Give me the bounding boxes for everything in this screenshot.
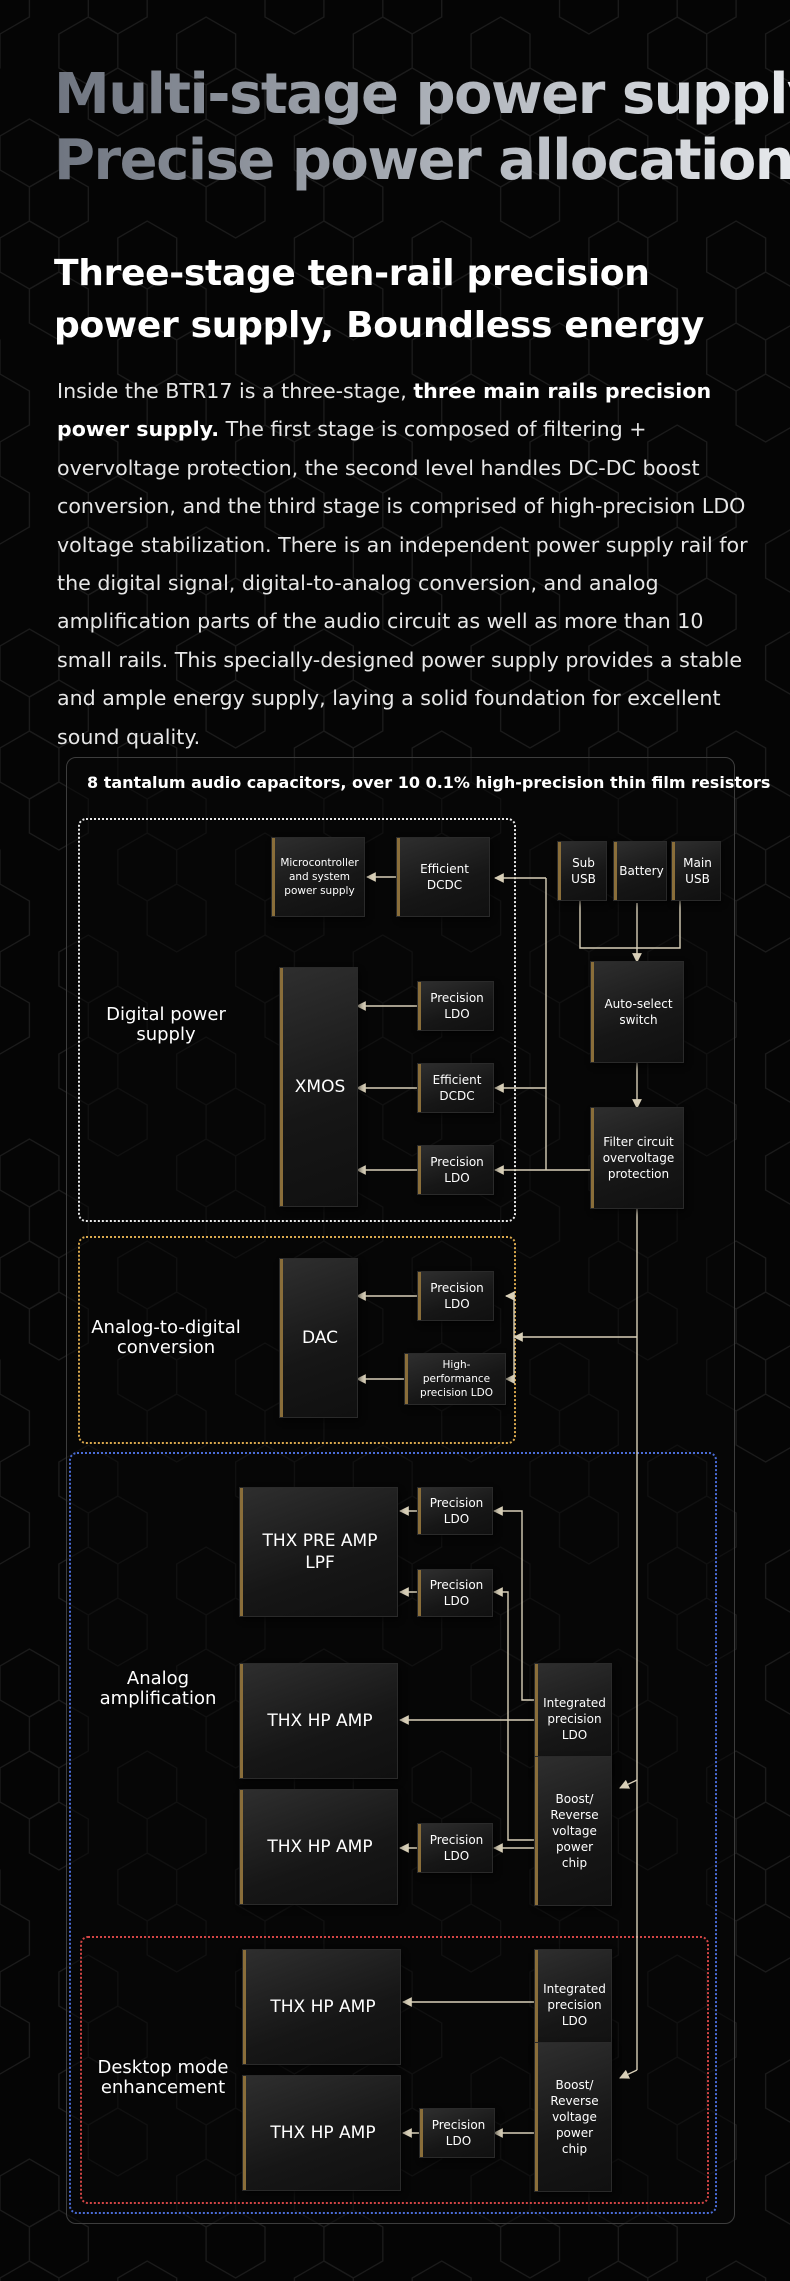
hexagon-shape [764,121,790,185]
wire-adc-bus [505,1337,515,1384]
zone-label-adc: Analog-to-digital conversion [91,1317,241,1358]
hexagon-shape [558,0,619,35]
body-rest: The first stage is composed of filtering… [57,417,748,749]
hexagon-shape [764,1141,790,1205]
hexagon-shape [764,19,790,83]
hexagon-shape [0,475,31,545]
block-microcontroller: Microcontroller and system power supply [272,838,364,916]
block-main-usb: Main USB [672,842,720,900]
block-precision-ldo-hp-4: Precision LDO [420,2109,494,2157]
hexagon-shape [558,475,619,545]
block-efficient-dcdc-top: Efficient DCDC [397,838,489,916]
block-boost-reverse-1: Boost/ Reverse voltage power chip [535,1757,611,1905]
hexagon-shape [293,2260,354,2281]
block-high-performance-ldo: High-performance precision LDO [405,1354,505,1404]
hexagon-shape [676,67,737,137]
block-filter-overvoltage: Filter circuit overvoltage protection [591,1108,683,1208]
block-precision-ldo-hp-2: Precision LDO [418,1824,492,1872]
hexagon-shape [499,679,561,749]
hexagon-shape [0,883,31,953]
hexagon-shape [764,2059,790,2123]
block-sub-usb: Sub USB [558,842,606,900]
zone-analog-amplification [69,1452,717,2214]
block-integrated-ldo-1: Integrated precision LDO [535,1664,611,1774]
hexagon-shape [588,2260,649,2281]
body-emphasis: three main rails precision power supply. [57,379,712,442]
hexagon-shape [499,169,561,239]
body-paragraph: Inside the BTR17 is a three-stage, three… [57,372,757,756]
block-thx-pre-amp-lpf: THX PRE AMP LPF [240,1488,397,1616]
wire-trunk-to-boost1 [619,1779,638,1789]
zone-desktop-mode [80,1936,709,2204]
hexagon-shape [0,1393,31,1463]
wire-int-bus-a [493,1506,535,1701]
block-precision-ldo-pre-2: Precision LDO [418,1570,492,1616]
hexagon-shape [0,1903,31,1973]
diagram-panel [66,757,735,2224]
hexagon-shape [735,1393,790,1463]
hexagon-shape [0,985,31,1055]
block-efficient-dcdc-digital: Efficient DCDC [418,1064,493,1112]
zone-label-desktop: Desktop mode enhancement [97,2057,229,2098]
zone-digital-power [78,818,516,1222]
block-battery: Battery [614,842,666,900]
block-thx-hp-amp-1: THX HP AMP [240,1664,397,1778]
hexagon-shape [28,271,89,341]
wire-adc-to-ldo [505,1291,515,1337]
hexagon-shape [764,631,790,695]
hexagon-shape [441,373,502,443]
zone-label-digital: Digital power supply [106,1004,226,1045]
hexagon-shape [0,1495,31,1565]
hexagon-shape [205,679,266,749]
hexagon-shape [706,2260,767,2281]
diagram-panel-title: 8 tantalum audio capacitors, over 10 0.1… [87,773,771,792]
block-thx-hp-amp-4: THX HP AMP [243,2076,400,2190]
wire-int-bus-b [493,1587,535,1841]
block-boost-reverse-2: Boost/ Reverse voltage power chip [535,2043,611,2191]
block-thx-hp-amp-2: THX HP AMP [240,1790,397,1904]
block-integrated-ldo-2: Integrated precision LDO [535,1950,611,2060]
hexagon-shape [676,577,737,647]
hexagon-shape [0,0,31,35]
block-auto-select-switch: Auto-select switch [591,962,683,1062]
hexagon-shape [264,475,325,545]
wire-sub-usb [579,900,681,949]
hexagon-shape [735,883,790,953]
block-xmos: XMOS [280,968,357,1206]
hexagon-shape [735,373,790,443]
subheadline-line-2: power supply, Boundless energy [54,305,705,346]
hexagon-shape [146,373,207,443]
block-precision-ldo-digital-1: Precision LDO [418,982,493,1030]
hexagon-shape [117,2260,178,2281]
block-dac: DAC [280,1259,357,1417]
hexagon-shape [764,1039,790,1103]
block-precision-ldo-dac: Precision LDO [418,1272,493,1320]
hexagon-shape [382,67,443,137]
hexagon-shape [87,67,148,137]
block-precision-ldo-pre-1: Precision LDO [418,1488,492,1534]
hexagon-shape [764,1651,790,1715]
hexagon-shape [205,169,266,239]
block-thx-hp-amp-3: THX HP AMP [243,1950,400,2064]
zone-label-analog: Analog amplification [99,1668,217,1709]
subheadline: Three-stage ten-rail precision power sup… [54,248,704,352]
hexagon-shape [764,2161,790,2225]
wire-trunk-to-boost2 [619,2069,638,2079]
hexagon-shape [323,271,384,341]
hexagon-shape [264,0,325,35]
hexagon-shape [411,2260,472,2281]
body-intro: Inside the BTR17 is a three-stage, [57,379,414,403]
hexagon-shape [0,2005,31,2075]
hexagon-shape [764,1549,790,1613]
hexagon-shape [764,529,790,593]
hexagon-shape [382,577,443,647]
hexagon-shape [0,2260,60,2281]
hexagon-shape [617,271,678,341]
hexagon-shape [0,373,31,443]
subheadline-line-1: Three-stage ten-rail precision [54,253,650,294]
hexagon-shape [87,577,148,647]
block-precision-ldo-digital-2: Precision LDO [418,1146,493,1194]
hexagon-shape [735,1903,790,1973]
